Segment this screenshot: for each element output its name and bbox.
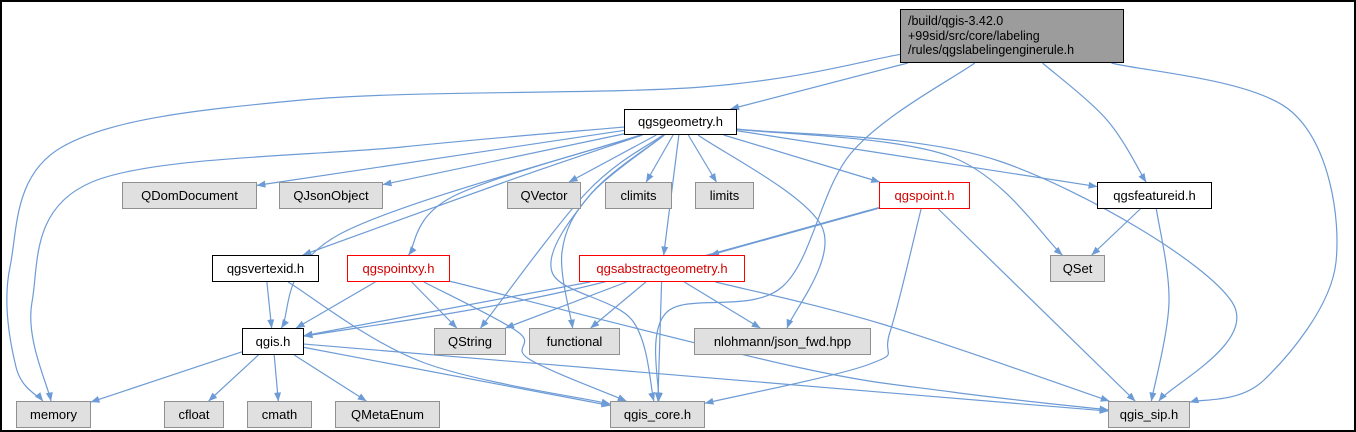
- node-QJsonObject: QJsonObject: [279, 182, 383, 209]
- include-edge-qgsgeometry-to-QDomDocument: [256, 129, 625, 188]
- node-qgspoint[interactable]: qgspoint.h: [879, 182, 970, 209]
- include-edge-qgsgeometry-to-qgis_sip: [736, 128, 1238, 402]
- node-label: +99sid/src/core/labeling: [908, 28, 1040, 43]
- include-edge-qgsfeatureid-to-qgis_sip: [1149, 208, 1170, 402]
- include-edge-qgsabstractgeometry-to-qgis_core: [654, 281, 663, 402]
- include-edge-qgspoint-to-qgsabstractgeometry: [710, 207, 880, 257]
- node-label: functional: [546, 333, 603, 349]
- node-qgsvertexid[interactable]: qgsvertexid.h: [212, 255, 319, 282]
- include-edge-root-to-qgis_sip: [1111, 62, 1338, 404]
- node-qgis_sip: qgis_sip.h: [1108, 401, 1190, 428]
- include-edge-root-to-qgsfeatureid: [1042, 62, 1147, 183]
- include-edge-qgspointxy-to-QString: [411, 281, 458, 329]
- node-memory: memory: [16, 401, 91, 428]
- node-label: QVector: [520, 187, 568, 203]
- include-edge-qgsgeometry-to-QVector: [568, 134, 657, 183]
- node-label: qgis_core.h: [623, 406, 692, 422]
- node-qgspointxy[interactable]: qgspointxy.h: [347, 255, 450, 282]
- include-edge-qgsgeometry-to-qgspoint: [723, 134, 881, 183]
- include-edge-qgsgeometry-to-qgis_h: [280, 134, 642, 329]
- node-cmath: cmath: [247, 401, 312, 428]
- node-label: qgspointxy.h: [362, 260, 435, 276]
- include-edge-qgsgeometry-to-limits: [687, 134, 717, 183]
- node-label: QSet: [1062, 260, 1093, 276]
- node-cfloat: cfloat: [164, 401, 224, 428]
- node-qgsgeometry[interactable]: qgsgeometry.h: [624, 109, 737, 135]
- node-qgsabstractgeometry[interactable]: qgsabstractgeometry.h: [579, 255, 745, 282]
- include-edge-qgis_h-to-cmath: [273, 354, 282, 402]
- include-edge-qgis_h-to-memory: [90, 351, 243, 403]
- include-edge-qgsvertexid-to-qgis_h: [266, 281, 275, 329]
- node-label: QDomDocument: [141, 187, 238, 203]
- node-qgis_h[interactable]: qgis.h: [242, 328, 304, 355]
- include-edge-qgsgeometry-to-QString: [480, 134, 664, 329]
- node-QString: QString: [434, 328, 506, 355]
- node-label: cfloat: [178, 406, 210, 422]
- include-edge-qgis_h-to-QMetaEnum: [293, 354, 367, 402]
- include-edge-qgis_h-to-cfloat: [208, 354, 259, 402]
- node-root: /build/qgis-3.42.0+99sid/src/core/labeli…: [900, 9, 1124, 63]
- include-edge-qgsgeometry-to-memory: [30, 126, 625, 402]
- node-QMetaEnum: QMetaEnum: [335, 401, 440, 428]
- node-label: QJsonObject: [293, 187, 369, 203]
- node-label: limits: [709, 187, 740, 203]
- include-edge-qgsgeometry-to-QJsonObject: [382, 133, 625, 187]
- node-label: nlohmann/json_fwd.hpp: [713, 333, 852, 349]
- include-edge-root-to-qgsgeometry: [730, 62, 909, 111]
- node-QDomDocument: QDomDocument: [122, 182, 257, 209]
- include-edge-qgsabstractgeometry-to-functional: [590, 281, 647, 329]
- include-edge-qgsgeometry-to-qgsfeatureid: [736, 130, 1098, 189]
- node-label: /rules/qgslabelingenginerule.h: [908, 43, 1075, 58]
- node-QSet: QSet: [1050, 255, 1105, 282]
- include-edge-qgsfeatureid-to-QSet: [1091, 208, 1141, 256]
- node-label: QString: [447, 333, 493, 349]
- node-QVector: QVector: [507, 182, 581, 209]
- include-edge-qgspoint-to-qgis_sip: [937, 208, 1136, 402]
- node-label: memory: [30, 406, 77, 422]
- node-label: QMetaEnum: [351, 406, 424, 422]
- include-edge-qgsgeometry-to-nlohmann: [697, 134, 826, 329]
- node-label: qgsgeometry.h: [637, 114, 724, 130]
- node-label: qgsvertexid.h: [226, 260, 305, 276]
- include-edge-qgspoint-to-qgis_core: [704, 208, 922, 405]
- node-climits: climits: [605, 182, 672, 209]
- node-qgis_core: qgis_core.h: [610, 401, 705, 428]
- node-qgsfeatureid[interactable]: qgsfeatureid.h: [1097, 182, 1212, 209]
- include-edge-qgsgeometry-to-functional: [560, 134, 665, 329]
- node-functional: functional: [529, 328, 620, 355]
- include-edge-qgis_h-to-qgis_core: [303, 346, 611, 408]
- include-edge-qgspointxy-to-qgis_h: [295, 281, 376, 329]
- node-label: qgsfeatureid.h: [1113, 187, 1196, 203]
- node-nlohmann: nlohmann/json_fwd.hpp: [694, 328, 871, 355]
- include-edge-qgsabstractgeometry-to-QString: [505, 281, 627, 329]
- node-label: climits: [620, 187, 657, 203]
- node-label: qgspoint.h: [894, 187, 955, 203]
- node-label: qgsabstractgeometry.h: [596, 260, 728, 276]
- node-label: cmath: [261, 406, 298, 422]
- node-limits: limits: [695, 182, 754, 209]
- include-edge-qgsabstractgeometry-to-nlohmann: [683, 281, 761, 329]
- node-label: qgis_sip.h: [1119, 406, 1179, 422]
- node-label: /build/qgis-3.42.0: [908, 13, 1004, 28]
- include-edge-qgsgeometry-to-climits: [645, 134, 674, 183]
- node-label: qgis.h: [255, 333, 291, 349]
